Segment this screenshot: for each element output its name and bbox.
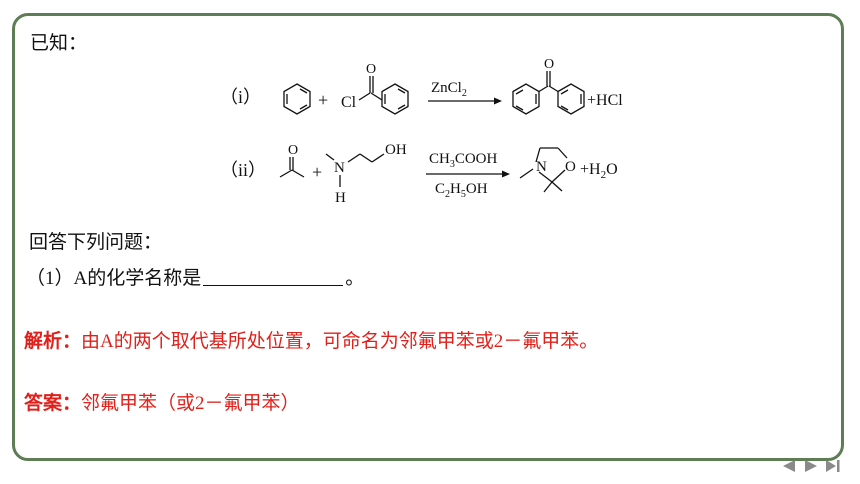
answer-line: 答案：邻氟甲苯（或2－氟甲苯）	[24, 392, 300, 416]
svg-text:ZnCl2: ZnCl2	[431, 80, 467, 99]
answer-blank[interactable]	[203, 267, 344, 286]
product-extra-ii: +H2O	[580, 161, 618, 181]
svg-text:CH3COOH: CH3COOH	[429, 151, 498, 170]
answer-label: 答案：	[24, 393, 82, 414]
benzene-structure	[283, 83, 311, 115]
analysis-line: 解析：由A的两个取代基所处位置，可命名为邻氟甲苯或2－氟甲苯。	[24, 330, 598, 354]
svg-text:Cl: Cl	[341, 94, 357, 111]
benzophenone-structure: O	[512, 57, 585, 115]
svg-text:C2H5OH: C2H5OH	[435, 181, 488, 200]
oxazolidine-structure: N O	[519, 147, 576, 193]
reaction-ii-label: （ii）	[220, 160, 266, 180]
plus-sign-i: +	[318, 90, 328, 110]
svg-text:OH: OH	[385, 142, 407, 158]
reaction-i: （i） + Cl O ZnCl2	[220, 57, 623, 115]
next-icon[interactable]	[802, 459, 820, 478]
svg-text:O: O	[565, 159, 576, 175]
content-panel	[12, 13, 844, 461]
svg-text:N: N	[536, 159, 547, 175]
prev-icon[interactable]	[780, 459, 798, 478]
svg-text:H: H	[335, 190, 346, 206]
acetone-structure: O	[279, 143, 305, 178]
question-1-suffix: 。	[345, 268, 365, 289]
svg-text:O: O	[288, 143, 298, 158]
question-1-prefix: （1）A的化学名称是	[26, 268, 202, 289]
prompt-text: 回答下列问题：	[29, 232, 163, 253]
svg-text:O: O	[544, 57, 554, 72]
benzoyl-chloride-structure: Cl O	[341, 62, 409, 115]
last-icon[interactable]	[824, 459, 842, 478]
analysis-label: 解析：	[24, 331, 82, 352]
analysis-text: 由A的两个取代基所处位置，可命名为邻氟甲苯或2－氟甲苯。	[81, 331, 599, 352]
answer-text: 邻氟甲苯（或2－氟甲苯）	[81, 393, 300, 414]
intro-text: 已知：	[30, 33, 88, 54]
question-1: （1）A的化学名称是 。	[26, 267, 364, 291]
svg-text:O: O	[366, 62, 376, 77]
reaction-ii: （ii） O + N H OH CH3COOH C2H5OH	[220, 142, 618, 206]
reaction-i-label: （i）	[220, 87, 261, 107]
product-extra-i: +HCl	[587, 92, 623, 109]
plus-sign-ii: +	[312, 162, 322, 182]
reaction-scheme: （i） + Cl O ZnCl2	[220, 57, 623, 206]
slide-nav	[780, 459, 842, 478]
svg-text:N: N	[334, 160, 345, 176]
amino-alcohol-structure: N H OH	[325, 142, 407, 206]
